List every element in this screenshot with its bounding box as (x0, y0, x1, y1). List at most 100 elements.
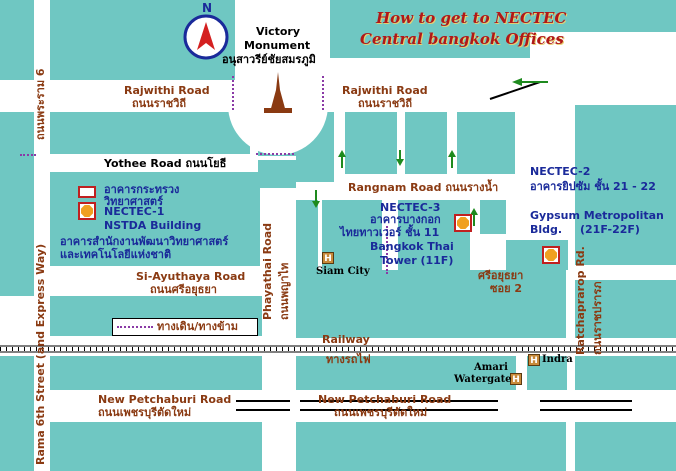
landmark-name-th: อนุสาวรีย์ชัยสมรภูมิ (222, 53, 316, 66)
road-label: Railway (322, 333, 370, 346)
city-block (575, 356, 676, 390)
city-block (575, 280, 676, 338)
nectec3-office-icon (454, 214, 472, 232)
city-block (405, 112, 447, 174)
nectec1-building: NSTDA Building (104, 219, 202, 232)
hotel-icon: H (322, 252, 334, 264)
nectec2-thai-name: อาคารยิปซัม ชั้น 21 - 22 (530, 180, 656, 193)
nectec1-name: NECTEC-1 (104, 205, 165, 218)
city-block (330, 0, 530, 58)
arrow-icon (470, 208, 478, 226)
railway-track (0, 345, 676, 353)
nectec1-office-icon (78, 202, 96, 220)
road-label: Rangnam Road ถนนรางน้ำ (348, 182, 498, 194)
city-block (0, 112, 34, 296)
nectec3-thai-name: อาคารบางกอก (370, 213, 441, 226)
road-label: ถนนศรีอยุธยา (150, 283, 217, 296)
legend-walkway-swatch (117, 326, 153, 328)
road-label-en: Rangnam Road (348, 181, 442, 194)
road-label: Ratchaprarop Rd. (574, 246, 587, 355)
city-block (575, 422, 676, 471)
city-block (50, 112, 250, 154)
city-block (398, 200, 470, 270)
hotel-icon: H (510, 373, 522, 385)
compass-north-label: N (202, 1, 213, 15)
city-block (0, 356, 34, 471)
city-block (457, 112, 515, 174)
road-label: ถนนพระราม 6 (34, 68, 47, 140)
road-label: ทางรถไฟ (326, 353, 371, 366)
soi-label: ซอย 2 (490, 282, 523, 295)
nectec1-thai-name: อาคารสำนักงานพัฒนาวิทยาศาสตร์ (60, 235, 229, 248)
road-label: ถนนราชปรารภ (591, 281, 604, 355)
arrow-icon (338, 150, 346, 168)
nectec2-floors: (21F-22F) (580, 223, 640, 236)
city-block (530, 0, 676, 32)
road-label-th: ถนนรางน้ำ (445, 181, 499, 194)
monument-base (264, 108, 292, 113)
road-label: Phayathai Road (261, 222, 274, 320)
map-title-line2: Central bangkok Offices (360, 30, 564, 48)
ministry-label: อาคารกระทรวง (104, 183, 180, 196)
hotel-icon: H (528, 354, 540, 366)
road-label: ถนนราชวิถี (358, 97, 413, 110)
walkway (20, 154, 36, 156)
road-label: Rajwithi Road (124, 84, 210, 97)
compass-icon (183, 14, 229, 60)
amari-label: Amari (474, 362, 508, 373)
ministry-label: วิทยาศาสตร์ (104, 195, 163, 208)
city-block (296, 200, 318, 270)
road-label-th: ถนนโยธี (185, 157, 227, 170)
indra-label: Indra (542, 354, 573, 365)
road-label: ถนนพญาไท (278, 262, 291, 320)
road-label: ถนนราชวิถี (132, 97, 187, 110)
nectec2-name: NECTEC-2 (530, 165, 591, 178)
nectec2-building: Bldg. (530, 223, 563, 236)
city-block (0, 0, 34, 80)
road-label: ถนนเพชรบุรีตัดใหม่ (98, 406, 192, 419)
city-block (345, 112, 397, 174)
monument-icon (270, 72, 286, 112)
amari-label: Watergate (454, 374, 512, 385)
landmark-name: Monument (244, 39, 311, 52)
road-label-en: Yothee Road (104, 157, 182, 170)
nectec1-thai-name: และเทคโนโลยีแห่งชาติ (60, 248, 172, 261)
nectec3-building: Bangkok Thai (370, 240, 454, 253)
nectec3-building: Tower (11F) (380, 254, 454, 267)
walkway (386, 226, 388, 274)
arrow-icon (396, 150, 404, 166)
arrow-icon (489, 78, 548, 100)
walkway (322, 76, 324, 110)
city-block (575, 105, 676, 265)
city-block (296, 270, 566, 338)
soi-label: ศรีอยุธยา (478, 269, 524, 282)
landmark-name: Victory (256, 25, 301, 38)
road-label: Si-Ayuthaya Road (136, 270, 246, 283)
road-label: ถนนเพชรบุรีตัดใหม่ (334, 406, 428, 419)
road-label: New Petchaburi Road (98, 393, 232, 406)
arrow-icon (448, 150, 456, 168)
city-block (50, 422, 262, 471)
ministry-building-marker (78, 186, 96, 198)
nectec3-thai-name: ไทยทาวเวอร์ ชั้น 11 (340, 226, 440, 239)
siam-city-label: Siam City (316, 266, 370, 277)
city-block (480, 200, 506, 234)
road-label: Yothee Road ถนนโยธี (104, 158, 226, 170)
city-block (258, 160, 296, 188)
map-title-line1: How to get to NECTEC (376, 9, 567, 27)
city-block (296, 422, 566, 471)
road-label: Rajwithi Road (342, 84, 428, 97)
nectec2-building: Gypsum Metropolitan (530, 209, 664, 222)
nectec3-name: NECTEC-3 (380, 201, 441, 214)
city-block (50, 356, 262, 390)
walkway (256, 153, 294, 155)
road-label: New Petchaburi Road (318, 393, 452, 406)
road-label: Rama 6th Street (and Express Way) (34, 243, 47, 465)
arrow-icon (312, 190, 320, 208)
legend-walkway-label: ทางเดิน/ทางข้าม (157, 320, 238, 333)
city-block (296, 356, 516, 390)
walkway (232, 76, 234, 110)
nectec2-office-icon (542, 246, 560, 264)
